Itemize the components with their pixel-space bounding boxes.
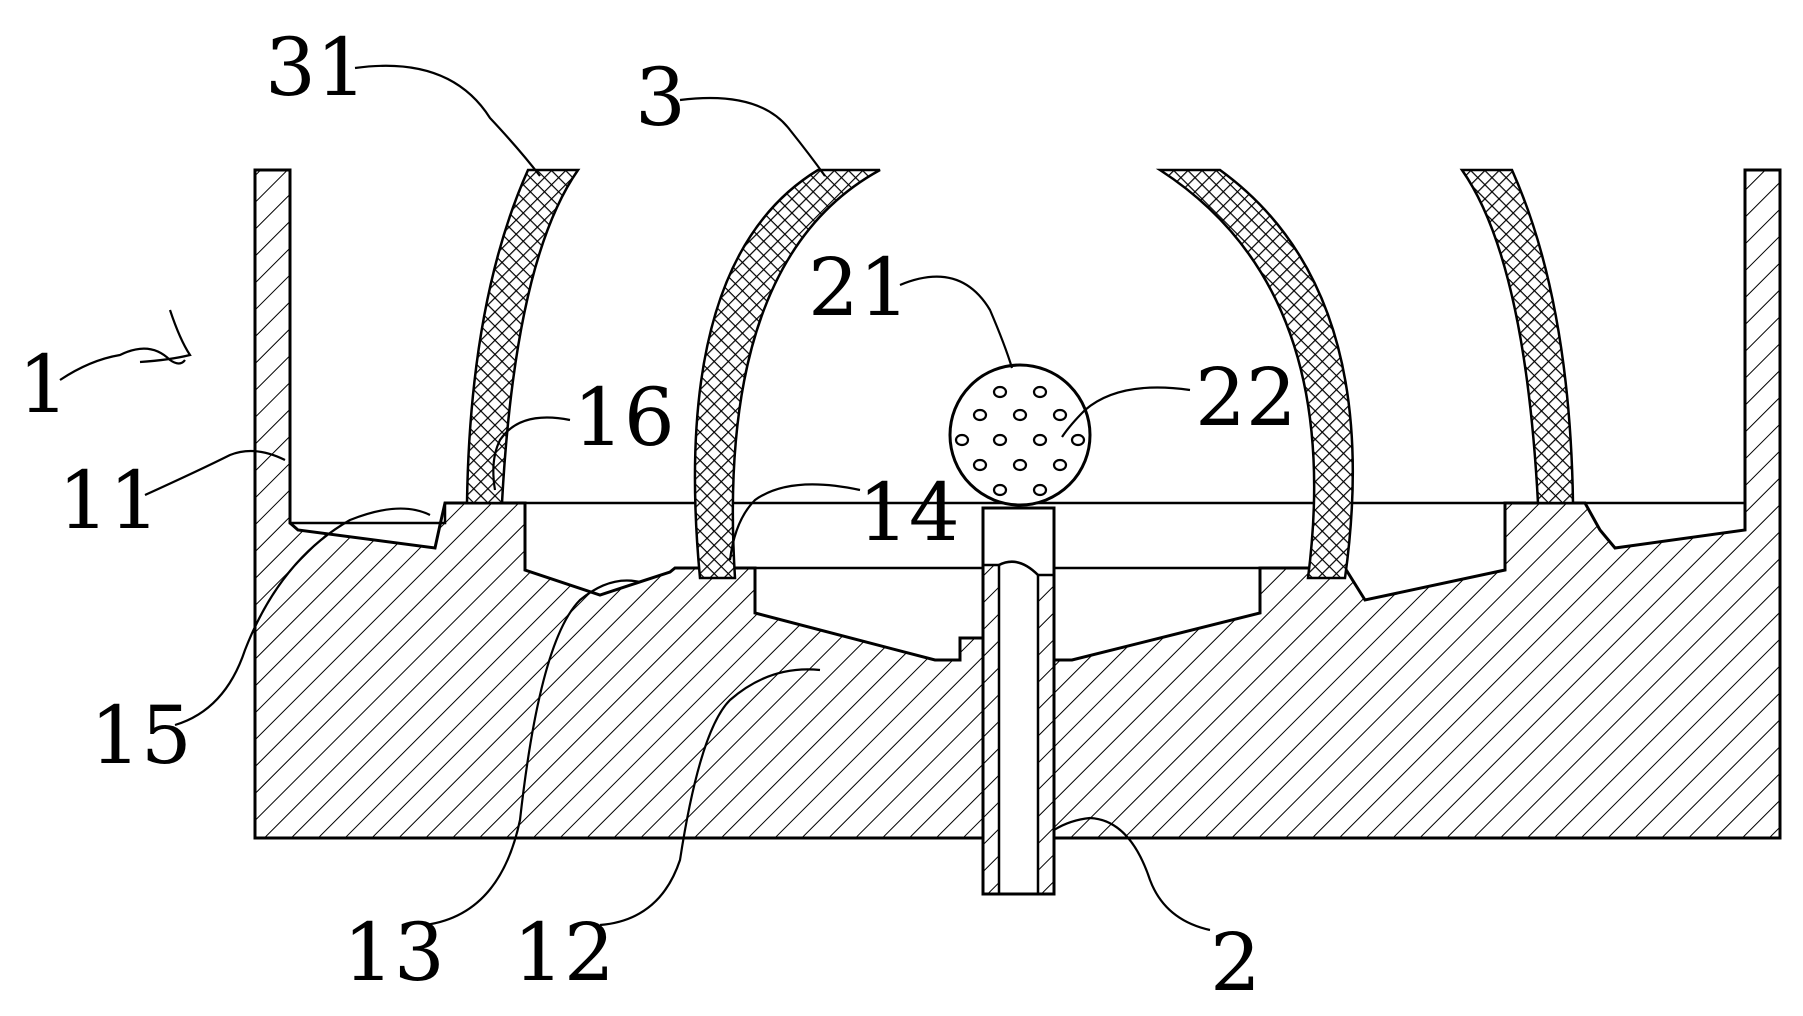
arrow-1 — [59, 347, 186, 381]
leader-11 — [144, 449, 286, 497]
leader-22 — [1061, 386, 1191, 438]
label-13: 13 — [343, 906, 445, 999]
inner-dome-shell-right — [1155, 168, 1355, 580]
label-2: 2 — [1210, 916, 1261, 1009]
spray-holes — [954, 385, 1086, 497]
label-15: 15 — [90, 689, 192, 782]
label-12: 12 — [513, 906, 615, 999]
arrow-1-head — [139, 309, 192, 364]
central-pipe — [981, 506, 1056, 896]
label-11: 11 — [58, 454, 160, 547]
spray-head-ball — [948, 363, 1092, 507]
label-31: 31 — [265, 21, 367, 114]
outer-dome-shell — [465, 168, 581, 505]
label-22: 22 — [1195, 351, 1297, 444]
label-21: 21 — [808, 241, 910, 334]
leader-lines — [59, 64, 1211, 932]
reference-numerals: 1 11 31 3 21 22 16 14 15 13 12 2 — [18, 21, 1297, 1009]
leader-31 — [354, 64, 541, 177]
inner-dome-shell — [693, 168, 881, 580]
label-16: 16 — [573, 371, 675, 464]
leader-21 — [899, 275, 1014, 369]
leader-2 — [1053, 816, 1211, 932]
leader-12 — [599, 668, 821, 927]
label-14: 14 — [858, 466, 960, 559]
leader-15 — [174, 507, 431, 727]
label-3: 3 — [635, 51, 686, 144]
leader-13 — [424, 579, 641, 927]
leader-16 — [492, 416, 571, 491]
label-1: 1 — [18, 338, 69, 431]
outer-dome-shell-right — [1459, 168, 1575, 505]
leader-14 — [728, 483, 861, 561]
leader-3 — [679, 96, 826, 177]
